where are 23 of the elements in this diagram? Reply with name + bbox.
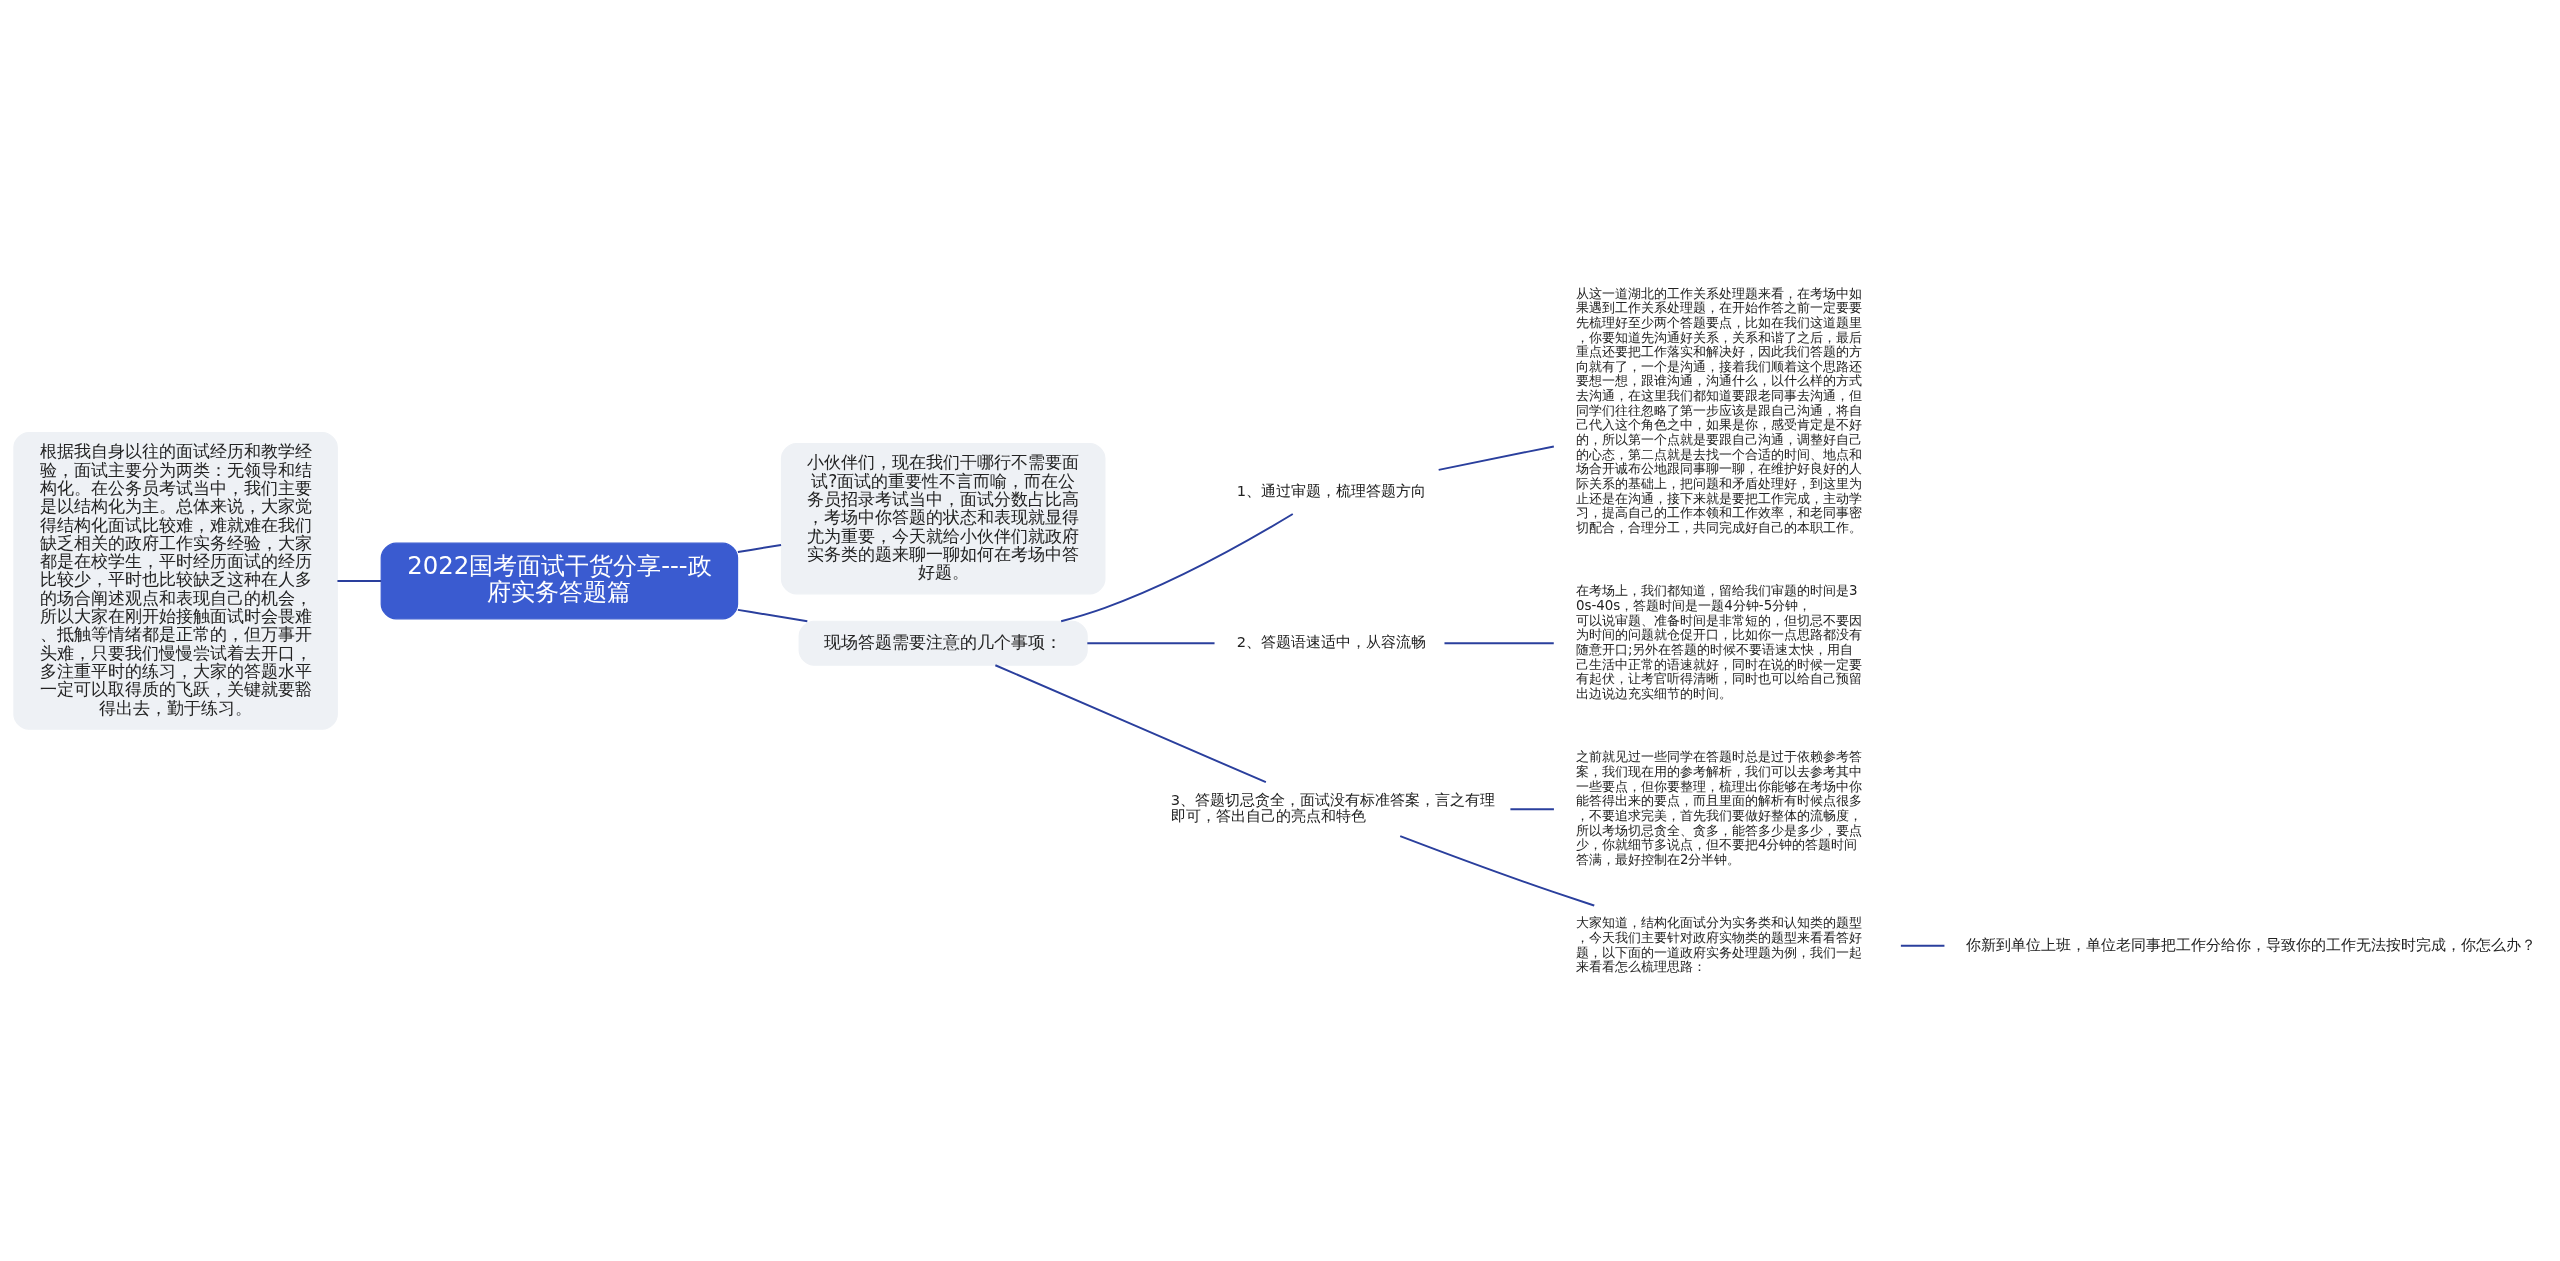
node-text: 从这一道湖北的工作关系处理题来看，在考场中如果遇到工作关系处理题，在开始作答之前一定要要先梳理好至少两个答题要点，比如在我们这道题里，你要知道先沟通好关系，关系和谐了之后，最后重点还要把工作落实和解决好，因此我们答题的方向就有了，一个是沟通，接着我们顺着这个思路还要想一想，跟谁沟通，沟通什么，以什么样的方式去沟通，在这里我们都知道要跟老同事去沟通，但同学们往往忽略了第一步应该是跟自己沟通，将自己代入这个角色之中，如果是你，感受肯定是不好的，所以第一个点就是要跟自己沟通，调整好自己的心态，第二点就是去找一个合适的时间、地点和场合开诚布公地跟同事聊一聊，在维护好良好的人际关系的基础上，把问题和矛盾处理好，到这里为止还是在沟通，接下来就是要把工作完成，主动学习，提高自己的工作本领和工作效率，和老同事密切配合，合理分工，共同完成好自己的本职工作。: [1575, 285, 1862, 535]
node-text: 之前就见过一些同学在答题时总是过于依赖参考答案，我们现在用的参考解析，我们可以去参考其中一些要点，但你要整理，梳理出你能够在考场中你能答得出来的要点，而且里面的解析有时候点很多，不要追求完美，首先我们要做好整体的流畅度，所以考场切忌贪全、贪多，能答多少是多少，要点少，你就细节多说点，但不要把4分钟的答题时间答满，最好控制在2分半钟。: [1575, 748, 1862, 867]
connector: [1086, 641, 1216, 644]
connector: [1437, 444, 1555, 471]
node-text: 1、通过审题，梳理答题方向: [1236, 481, 1426, 499]
connector: [336, 579, 383, 582]
connector: [1443, 641, 1555, 644]
connector: [1060, 512, 1294, 622]
connector: [736, 543, 783, 553]
node-box: 小伙伴们，现在我们干哪行不需要面试?面试的重要性不言而喻，而在公务员招录考试当中，面试分数占比高，考场中你答题的状态和表现就显得尤为重要，今天就给小伙伴们就政府实务类的题来聊一聊如何在考场中答好题。: [780, 442, 1106, 594]
node-box: 现场答题需要注意的几个事项：: [798, 620, 1088, 666]
node-text: 大家知道，结构化面试分为实务类和认知类的题型，今天我们主要针对政府实物类的题型来看看答好题，以下面的一道政府实务处理题为例，我们一起来看看怎么梳理思路：: [1575, 914, 1862, 974]
connector: [1399, 834, 1596, 906]
node-box: 2022国考面试干货分享---政府实务答题篇: [380, 542, 739, 619]
connector: [736, 608, 809, 622]
node-text: 你新到单位上班，单位老同事把工作分给你，导致你的工作无法按时完成，你怎么办？: [1966, 935, 2537, 953]
connector: [1509, 807, 1555, 810]
node-text: 3、答题切忌贪全，面试没有标准答案，言之有理即可，答出自己的亮点和特色: [1170, 790, 1496, 824]
node-text: 2、答题语速适中，从容流畅: [1236, 632, 1426, 650]
connector: [1899, 944, 1946, 947]
node-box: 根据我自身以往的面试经历和教学经验，面试主要分为两类：无领导和结构化。在公务员考试当中，我们主要是以结构化为主。总体来说，大家觉得结构化面试比较难，难就难在我们缺乏相关的政府工作实务经验，大家都是在校学生，平时经历面试的经历比较少，平时也比较缺乏这种在人多的场合阐述观点和表现自己的机会，所以大家在刚开始接触面试时会畏难、抵触等情绪都是正常的，但万事开头难，只要我们慢慢尝试着去开口，多注重平时的练习，大家的答题水平一定可以取得质的飞跃，关键就要豁得出去，勤于练习。: [13, 431, 338, 730]
connector: [994, 663, 1267, 783]
node-text: 在考场上，我们都知道，留给我们审题的时间是30s-40s，答题时间是一题4分钟-5分钟，可以说审题、准备时间是非常短的，但切忌不要因为时间的问题就仓促开口，比如你一点思路都没有随意开口;另外在答题的时候不要语速太快，用自己生活中正常的语速就好，同时在说的时候一定要有起伏，让考官听得清晰，同时也可以给自己预留出边说边充实细节的时间。: [1575, 582, 1862, 701]
